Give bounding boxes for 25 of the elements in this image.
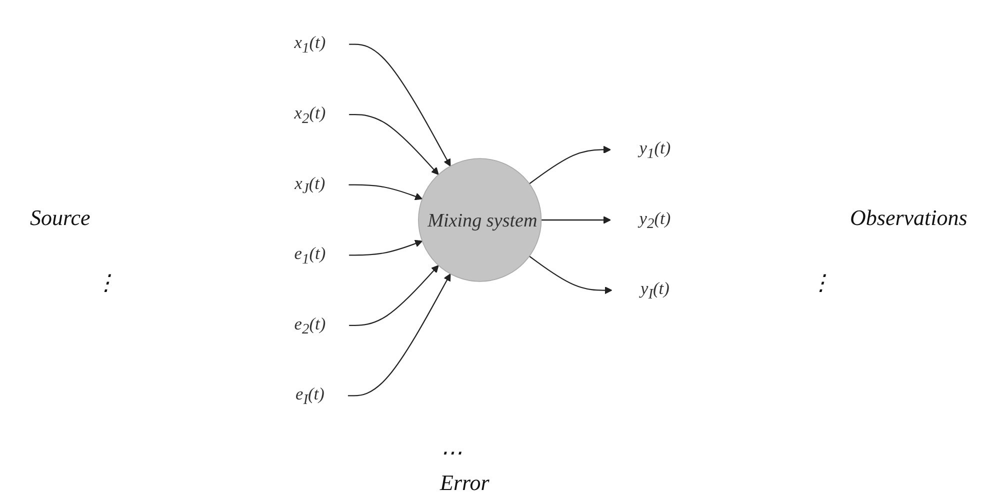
node-text: y$_{2}$(t) [639, 209, 671, 232]
arrow [529, 146, 612, 184]
arrow [349, 114, 439, 175]
node-text: e$_{2}$(t) [294, 314, 326, 338]
arrow [349, 240, 423, 256]
node-text: x$_{1}$(t) [294, 33, 326, 56]
arrow [349, 44, 451, 166]
node-text: x$_{2}$(t) [294, 104, 326, 126]
arrow [529, 256, 612, 294]
node-text: y$_{I}$(t) [640, 279, 670, 302]
ellipsis-mark: ⋮ [810, 270, 832, 296]
ellipsis-mark: ⋮ [95, 270, 117, 296]
arrow [349, 265, 439, 326]
arrow [348, 274, 451, 396]
group-label: Error [440, 470, 490, 496]
node-text: x$_{J}$(t) [294, 174, 326, 197]
ellipsis-mark: ⋯ [440, 440, 462, 466]
arrow [348, 184, 423, 200]
node-circle: Mixing system [418, 158, 542, 282]
node-text: e$_{1}$(t) [294, 244, 326, 267]
arrow [541, 216, 612, 224]
node-text: y$_{1}$(t) [639, 138, 671, 162]
group-label: Observations [850, 205, 968, 231]
group-label: Source [30, 205, 90, 231]
node-text: e$_{I}$(t) [296, 384, 325, 408]
